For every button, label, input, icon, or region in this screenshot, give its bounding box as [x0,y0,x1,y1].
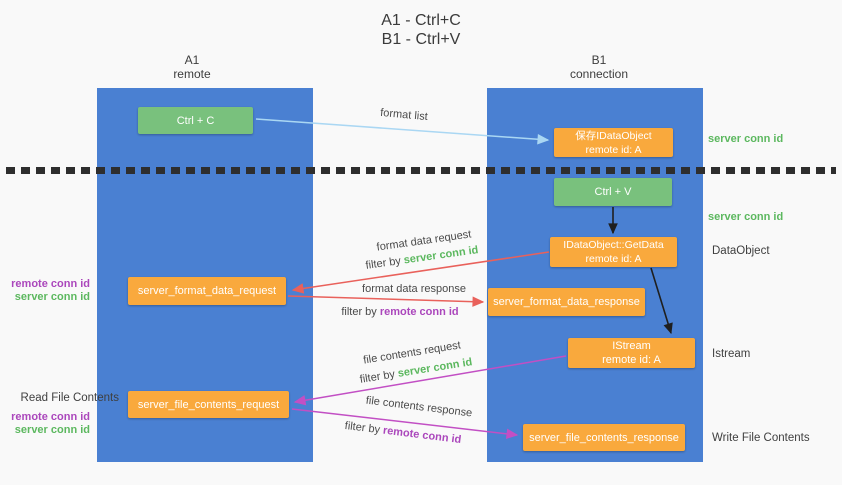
node-istream-line1: IStream [612,340,651,352]
remote-conn-id-key: remote conn id [379,306,459,318]
column-a1-name: A1 [184,53,200,67]
annotation-remote-conn-id-2: remote conn id [11,411,90,423]
annotation-istream: Istream [712,348,751,360]
title-line-1: A1 - Ctrl+C [381,12,461,29]
node-idataobject-getdata-line2: remote id: A [585,253,642,265]
filter-by-text: filter by [341,306,377,318]
column-b1-name: B1 [591,53,607,67]
node-save-idataobject-line2: remote id: A [585,143,642,156]
label-file-contents-response: file contents response [365,394,473,420]
annotation-server-conn-id-2: server conn id [14,424,90,436]
node-server-format-data-response: server_format_data_response [488,288,645,316]
node-ctrl-v: Ctrl + V [554,178,672,206]
format-data-response-arrow [287,295,485,307]
label-format-data-response: format data response [362,283,466,295]
column-a1-header: A1 remote [122,53,262,81]
annotation-remote-conn-id-1: remote conn id [11,278,90,290]
annotation-server-conn-id-mid: server conn id [708,211,784,223]
filter-by-text: filter by [344,419,381,437]
node-idataobject-getdata-line1: IDataObject::GetData [563,239,664,251]
node-istream: IStream remote id: A [568,338,695,368]
filter-by-text: filter by [358,368,396,386]
annotation-dataobject: DataObject [712,245,770,257]
node-save-idataobject-line1: 保存IDataObject [575,129,652,142]
node-save-idataobject: 保存IDataObject remote id: A [554,128,673,157]
annotation-server-conn-id-1: server conn id [14,291,90,303]
node-server-format-data-request: server_format_data_request [128,277,286,305]
node-istream-line2: remote id: A [602,354,661,366]
remote-conn-id-key: remote conn id [382,424,462,447]
column-b1-header: B1 connection [529,53,669,81]
clipboard-boundary-divider [6,167,836,174]
column-b1-subtitle: connection [569,67,629,81]
server-conn-id-key: server conn id [396,356,474,380]
node-server-file-contents-request: server_file_contents_request [128,391,289,418]
annotation-read-file-contents: Read File Contents [20,392,119,404]
node-ctrl-c: Ctrl + C [138,107,253,134]
filter-by-text: filter by [364,255,402,272]
node-server-file-contents-response: server_file_contents_response [523,424,685,451]
column-a1-subtitle: remote [173,67,211,81]
diagram-title: A1 - Ctrl+C B1 - Ctrl+V [0,11,842,49]
label-format-list: format list [379,106,429,124]
annotation-server-conn-id-top: server conn id [708,133,784,145]
title-line-2: B1 - Ctrl+V [381,31,461,48]
node-idataobject-getdata: IDataObject::GetData remote id: A [550,237,677,267]
annotation-write-file-contents: Write File Contents [712,432,810,444]
